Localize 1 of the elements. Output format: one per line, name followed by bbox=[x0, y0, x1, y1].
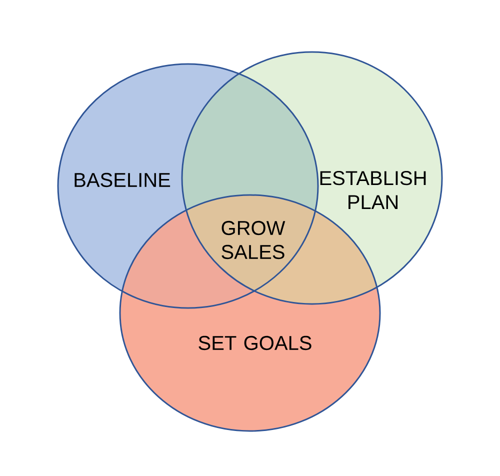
overlap-label: GROW SALES bbox=[222, 220, 286, 260]
